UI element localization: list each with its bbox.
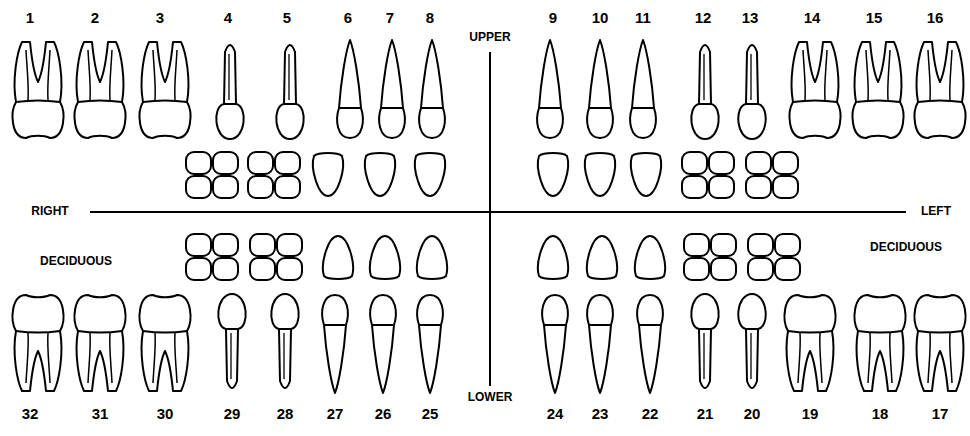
tooth-number: 6 (342, 10, 354, 27)
tooth-number: 26 (373, 406, 394, 423)
region-label: DECIDUOUS (38, 255, 114, 268)
tooth-number: 16 (925, 10, 946, 27)
tooth-number: 14 (802, 10, 823, 27)
tooth-number: 10 (590, 10, 611, 27)
tooth-number: 21 (695, 406, 716, 423)
tooth-number: 11 (633, 10, 653, 27)
tooth-number: 1 (24, 10, 36, 27)
tooth-number: 19 (800, 406, 821, 423)
tooth-number: 17 (930, 406, 951, 423)
tooth-number: 23 (590, 406, 611, 423)
region-label: RIGHT (29, 205, 70, 218)
tooth-number: 27 (325, 406, 346, 423)
tooth-number: 15 (864, 10, 885, 27)
tooth-number: 8 (424, 10, 436, 27)
tooth-number: 20 (742, 406, 763, 423)
tooth-number: 12 (693, 10, 714, 27)
tooth-number: 32 (20, 406, 41, 423)
region-label: LEFT (919, 205, 953, 218)
region-label: UPPER (467, 31, 512, 44)
tooth-number: 24 (545, 406, 566, 423)
tooth-number: 4 (222, 10, 234, 27)
tooth-number: 29 (222, 406, 243, 423)
region-label: DECIDUOUS (868, 241, 944, 254)
tooth-number: 3 (154, 10, 166, 27)
tooth-number: 9 (547, 10, 559, 27)
tooth-number: 28 (275, 406, 296, 423)
tooth-number: 5 (281, 10, 293, 27)
tooth-number: 30 (155, 406, 176, 423)
tooth-number: 22 (640, 406, 661, 423)
tooth-number: 13 (740, 10, 761, 27)
tooth-number: 18 (870, 406, 891, 423)
tooth-number: 7 (384, 10, 396, 27)
region-label: LOWER (466, 391, 515, 404)
tooth-number: 31 (90, 406, 111, 423)
tooth-number: 25 (420, 406, 441, 423)
tooth-number: 2 (89, 10, 101, 27)
